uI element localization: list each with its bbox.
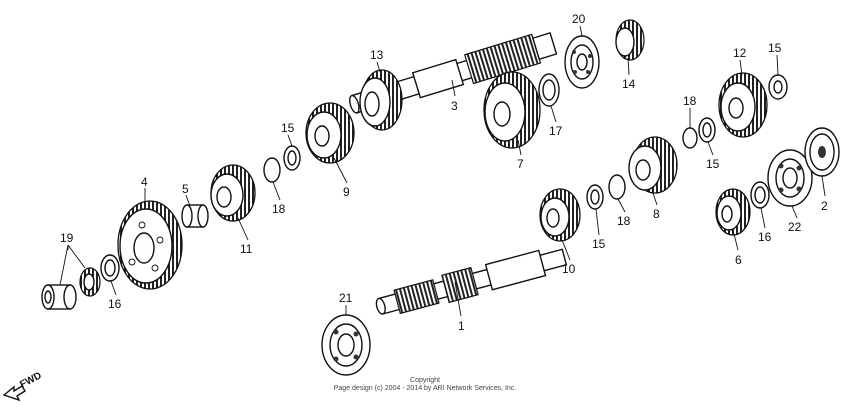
callout-18b: 18 [617,214,631,228]
callout-22: 22 [788,220,802,234]
callout-15b: 15 [592,237,606,251]
gear-11-part[interactable] [210,164,256,222]
callout-17: 17 [549,124,563,138]
callout-16b: 16 [758,230,772,244]
circlip-18c-part[interactable] [682,127,698,149]
washer-15d-part[interactable] [768,74,788,100]
copyright-text: Page design (c) 2004 - 2014 by ARI Netwo… [334,385,517,392]
washer-15c-part[interactable] [698,117,716,143]
bearing-22-part[interactable] [767,149,813,207]
callout-16a: 16 [108,297,122,311]
forward-direction-indicator: FWD [2,370,44,402]
callout-13: 13 [370,48,384,62]
bearing-20-part[interactable] [564,35,600,89]
gear-7-part[interactable] [483,71,541,149]
gear-10-part[interactable] [539,188,581,242]
oil-seal-2-part[interactable] [804,127,840,177]
gear-13-part[interactable] [359,69,403,131]
callout-19: 19 [60,231,74,245]
callout-1: 1 [458,319,465,333]
needle-bearing-14-part[interactable] [615,19,645,61]
callout-18c: 18 [683,94,697,108]
washer-16b-part[interactable] [750,181,770,209]
gear-9-part[interactable] [305,102,355,164]
leader-lines [59,25,826,317]
callout-15a: 15 [281,121,295,135]
callout-11: 11 [240,242,253,256]
collar-19-part[interactable] [41,284,77,310]
bearing-21-part[interactable] [321,314,371,376]
callout-12: 12 [733,46,747,60]
gear-8-part[interactable] [628,136,678,194]
callout-4: 4 [141,175,148,189]
callout-15d: 15 [768,41,782,55]
gear-4-part[interactable] [117,200,183,290]
callout-15c: 15 [706,157,720,171]
countershaft-part[interactable] [373,244,568,321]
washer-15a-part[interactable] [283,145,301,171]
washer-17-part[interactable] [538,73,560,107]
bushing-5-part[interactable] [181,204,209,228]
callout-20: 20 [572,12,586,26]
circlip-18b-part[interactable] [608,174,626,200]
forward-label: FWD [18,370,43,390]
callout-21: 21 [339,291,353,305]
callout-7: 7 [517,157,524,171]
callout-5: 5 [182,182,189,196]
callout-10: 10 [562,262,576,276]
callout-3: 3 [451,99,458,113]
washer-16a-part[interactable] [100,254,120,282]
forward-arrow-icon [2,385,26,402]
gear-12-part[interactable] [718,72,768,138]
needle-bearing-19-part[interactable] [79,267,101,297]
copyright-title: Copyright [410,377,440,384]
callout-8: 8 [653,207,660,221]
washer-15b-part[interactable] [586,184,604,210]
callout-6: 6 [735,253,742,267]
circlip-18a-part[interactable] [263,157,281,183]
callout-18a: 18 [272,202,286,216]
callout-2: 2 [821,199,828,213]
gear-6-part[interactable] [715,188,751,236]
callout-9: 9 [343,185,350,199]
callout-labels: 1 2 3 4 5 6 7 8 9 10 11 12 13 14 15 15 1… [60,12,828,333]
callout-14: 14 [622,77,636,91]
